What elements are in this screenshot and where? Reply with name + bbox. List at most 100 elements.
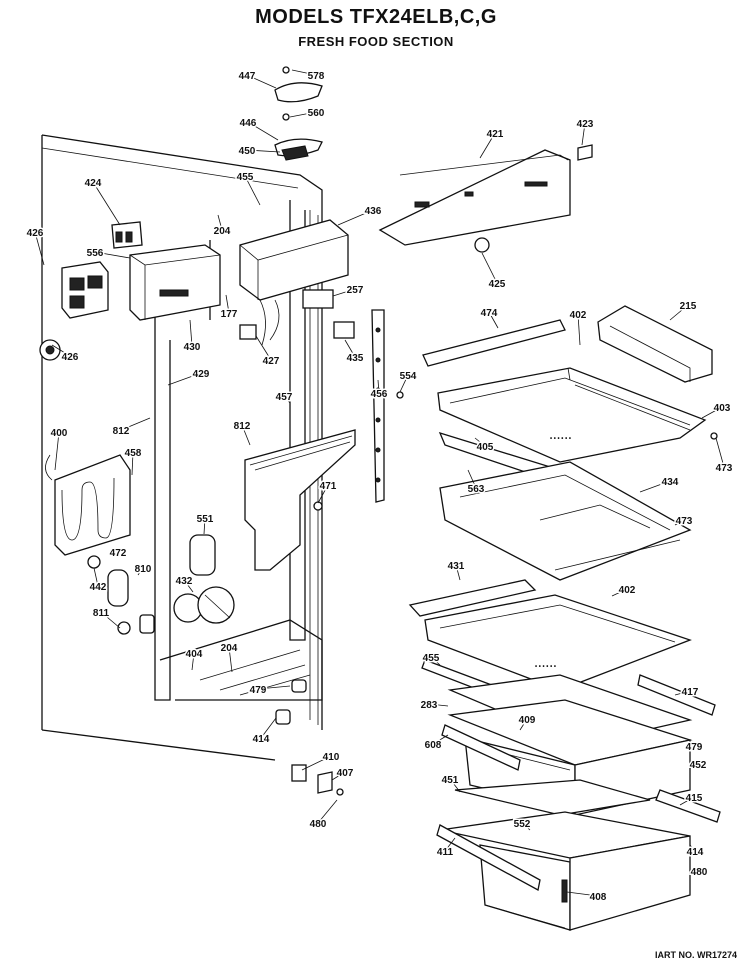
part-callout: 414 <box>687 847 704 858</box>
leader-line <box>455 564 461 581</box>
leader-line <box>260 717 277 739</box>
part-callout: 472 <box>110 548 127 559</box>
leader-line <box>100 611 121 629</box>
part-callout: 480 <box>310 819 327 830</box>
part-callout: 455 <box>237 172 254 183</box>
part-callout: 811 <box>93 608 110 619</box>
part-callout: 402 <box>619 585 636 596</box>
part-callout: 204 <box>221 643 238 654</box>
leader-line <box>137 567 144 576</box>
part-callout: 423 <box>577 119 594 130</box>
part-callout: 447 <box>239 71 256 82</box>
part-callout: 425 <box>489 279 506 290</box>
part-callout: 434 <box>662 477 679 488</box>
leader-line <box>399 374 409 393</box>
part-callout: 407 <box>337 768 354 779</box>
part-callout: 426 <box>27 228 44 239</box>
leader-line <box>679 796 695 806</box>
leader-line <box>246 74 277 89</box>
leader-line <box>674 690 691 696</box>
leader-line <box>432 734 449 745</box>
part-callout: 414 <box>253 734 270 745</box>
leader-line <box>479 132 496 159</box>
leader-line <box>430 656 441 666</box>
part-callout: 409 <box>519 715 536 726</box>
part-callout: 411 <box>437 847 454 858</box>
part-callout: 608 <box>425 740 442 751</box>
svg-text:• • • • • •: • • • • • • <box>550 436 571 442</box>
part-callout: 473 <box>676 516 693 527</box>
leader-line <box>203 517 206 535</box>
part-callout: 480 <box>691 867 708 878</box>
leader-line <box>111 547 119 553</box>
leader-line <box>481 252 498 284</box>
leader-line <box>225 294 230 314</box>
leader-line <box>93 567 99 587</box>
part-callout: 451 <box>442 775 459 786</box>
leader-line <box>669 304 689 321</box>
part-callout: 177 <box>221 309 238 320</box>
leader-line <box>54 431 60 471</box>
part-callout: 215 <box>680 301 697 312</box>
leader-line <box>94 251 131 259</box>
part-callout: 473 <box>716 463 733 474</box>
part-callout: 810 <box>135 564 152 575</box>
part-callout: 410 <box>323 752 340 763</box>
part-callout: 424 <box>85 178 102 189</box>
leader-line <box>581 122 586 146</box>
leader-line <box>228 646 233 673</box>
leader-line <box>317 484 329 504</box>
part-callout: 563 <box>468 484 485 495</box>
leader-line <box>639 480 671 493</box>
part-callout: 417 <box>682 687 699 698</box>
leader-line <box>687 741 695 747</box>
part-callout: 404 <box>186 649 203 660</box>
leader-line <box>689 870 700 873</box>
leader-line <box>291 69 317 76</box>
part-callout: 450 <box>239 146 256 157</box>
part-callout: 812 <box>234 421 251 432</box>
svg-text:• • • • • •: • • • • • • <box>535 664 556 670</box>
leader-line <box>474 437 486 447</box>
part-callout: 204 <box>214 226 231 237</box>
leader-line <box>247 121 279 141</box>
part-callout: 452 <box>690 760 707 771</box>
part-callout: 421 <box>487 129 504 140</box>
diagram-title: MODELS TFX24ELB,C,G <box>255 6 497 28</box>
part-callout: 554 <box>400 371 417 382</box>
part-callout: 551 <box>197 514 214 525</box>
leader-line <box>611 588 628 597</box>
leader-line <box>217 214 223 231</box>
leader-line <box>167 372 202 386</box>
leader-line <box>289 111 317 118</box>
leader-line <box>377 379 380 394</box>
part-callout: 446 <box>240 118 257 129</box>
leader-line <box>34 231 45 266</box>
part-callout: 400 <box>51 428 68 439</box>
leader-line <box>689 763 699 769</box>
leader-line <box>689 844 696 852</box>
part-callout: 812 <box>113 426 130 437</box>
part-callout: 457 <box>276 392 293 403</box>
part-callout: 479 <box>686 742 703 753</box>
part-callout: 455 <box>423 653 440 664</box>
leader-line <box>331 771 346 781</box>
leader-line <box>337 209 374 226</box>
part-callout: 458 <box>125 448 142 459</box>
part-callout: 432 <box>176 576 193 587</box>
leader-line <box>246 149 281 153</box>
refrigerator-parts-illustration: • • • • • • • • • • • • <box>39 66 721 931</box>
part-callout: 257 <box>347 285 364 296</box>
part-callout: 479 <box>250 685 267 696</box>
leader-line <box>301 755 332 771</box>
leader-line <box>449 778 461 793</box>
leader-line <box>467 469 477 489</box>
leader-line <box>131 451 134 476</box>
leader-line <box>701 406 723 419</box>
leader-line <box>317 799 338 824</box>
leader-line <box>92 181 121 226</box>
part-callout: 430 <box>184 342 201 353</box>
leader-line <box>283 395 291 404</box>
part-callout: 442 <box>90 582 107 593</box>
